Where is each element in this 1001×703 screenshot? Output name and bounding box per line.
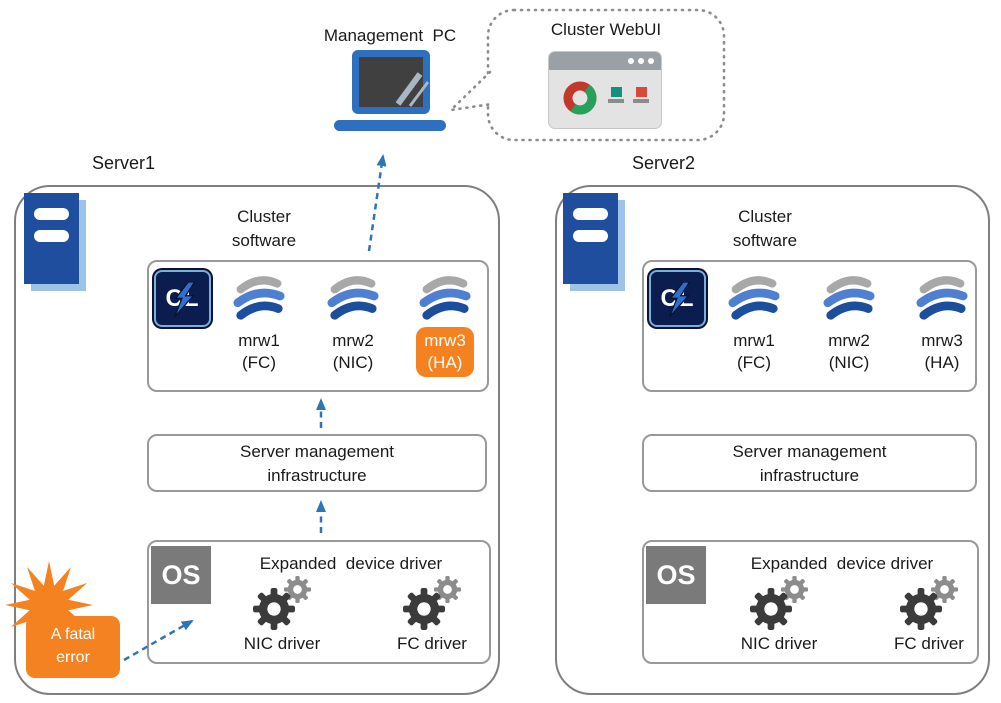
cluster-software-box: CL mrw1(FC) mrw2(NIC) mrw3(HA)	[147, 260, 489, 392]
mini-chart-red-icon	[633, 87, 649, 103]
monitor-label-highlighted: mrw3(HA)	[416, 327, 474, 377]
monitor-mrw2: mrw2(NIC)	[802, 272, 896, 377]
swirl-icon	[327, 272, 379, 324]
server-management-infrastructure-box: Server management infrastructure	[147, 434, 487, 492]
browser-titlebar	[549, 52, 661, 70]
monitor-mrw1: mrw1(FC)	[707, 272, 801, 377]
gear-icon	[253, 576, 311, 630]
laptop-icon	[334, 50, 446, 131]
monitor-mrw2: mrw2(NIC)	[306, 272, 400, 377]
server1-container: Cluster software CL mrw1(FC) mrw2(NIC) m…	[14, 185, 500, 695]
os-badge-icon: OS	[646, 546, 706, 604]
monitor-label: mrw1(FC)	[238, 331, 280, 372]
titlebar-dot-icon	[628, 58, 634, 64]
os-badge-icon: OS	[151, 546, 211, 604]
donut-chart-icon	[563, 81, 597, 115]
fatal-error-label: A fatal error	[26, 616, 120, 678]
browser-window-icon	[549, 52, 661, 128]
nic-driver-label: NIC driver	[243, 634, 321, 653]
swirl-icon	[823, 272, 875, 324]
swirl-icon	[728, 272, 780, 324]
server-tower-icon	[24, 193, 88, 293]
expanded-device-driver-box: OS Expanded device driver NIC driver FC …	[147, 540, 491, 664]
os-badge-text: OS	[161, 559, 201, 590]
monitor-mrw3: mrw3(HA)	[398, 272, 492, 377]
management-pc-label: Management PC	[323, 26, 457, 45]
monitor-label: mrw1(FC)	[733, 331, 775, 372]
gear-icon	[403, 576, 461, 630]
cl-badge-icon: CL	[649, 270, 706, 327]
nic-driver-label: NIC driver	[740, 634, 818, 653]
edd-title: Expanded device driver	[259, 554, 443, 573]
swirl-icon	[916, 272, 968, 324]
monitor-label: mrw2(NIC)	[332, 331, 374, 372]
lightning-icon	[172, 281, 197, 318]
gear-icon	[900, 576, 958, 630]
server-management-infrastructure-box: Server management infrastructure	[642, 434, 977, 492]
cluster-software-box: CL mrw1(FC) mrw2(NIC) mrw3(HA)	[642, 260, 977, 392]
smi-label: Server management infrastructure	[732, 442, 887, 485]
swirl-icon	[233, 272, 285, 324]
edd-title: Expanded device driver	[750, 554, 934, 573]
server2-container: Cluster software CL mrw1(FC) mrw2(NIC) m…	[555, 185, 990, 695]
titlebar-dot-icon	[648, 58, 654, 64]
swirl-icon	[419, 272, 471, 324]
titlebar-dot-icon	[638, 58, 644, 64]
mini-chart-teal-icon	[608, 87, 624, 103]
cl-badge-icon: CL	[154, 270, 211, 327]
monitor-label: mrw3(HA)	[921, 331, 963, 372]
expanded-device-driver-box: OS Expanded device driver NIC driver FC …	[642, 540, 979, 664]
webui-label: Cluster WebUI	[550, 20, 662, 39]
server2-title: Server2	[632, 153, 696, 173]
cluster-software-label: Cluster software	[231, 207, 297, 250]
smi-label: Server management infrastructure	[239, 442, 395, 485]
cluster-software-label: Cluster software	[732, 207, 798, 250]
monitor-label: mrw2(NIC)	[828, 331, 870, 372]
server1-title: Server1	[92, 153, 156, 173]
gear-icon	[750, 576, 808, 630]
fc-driver-label: FC driver	[894, 634, 964, 653]
os-badge-text: OS	[656, 559, 696, 590]
monitor-mrw1: mrw1(FC)	[212, 272, 306, 377]
server-tower-icon	[563, 193, 627, 293]
explosion-icon	[5, 561, 93, 649]
fc-driver-label: FC driver	[397, 634, 467, 653]
monitor-mrw3: mrw3(HA)	[895, 272, 989, 377]
lightning-icon	[667, 281, 692, 318]
